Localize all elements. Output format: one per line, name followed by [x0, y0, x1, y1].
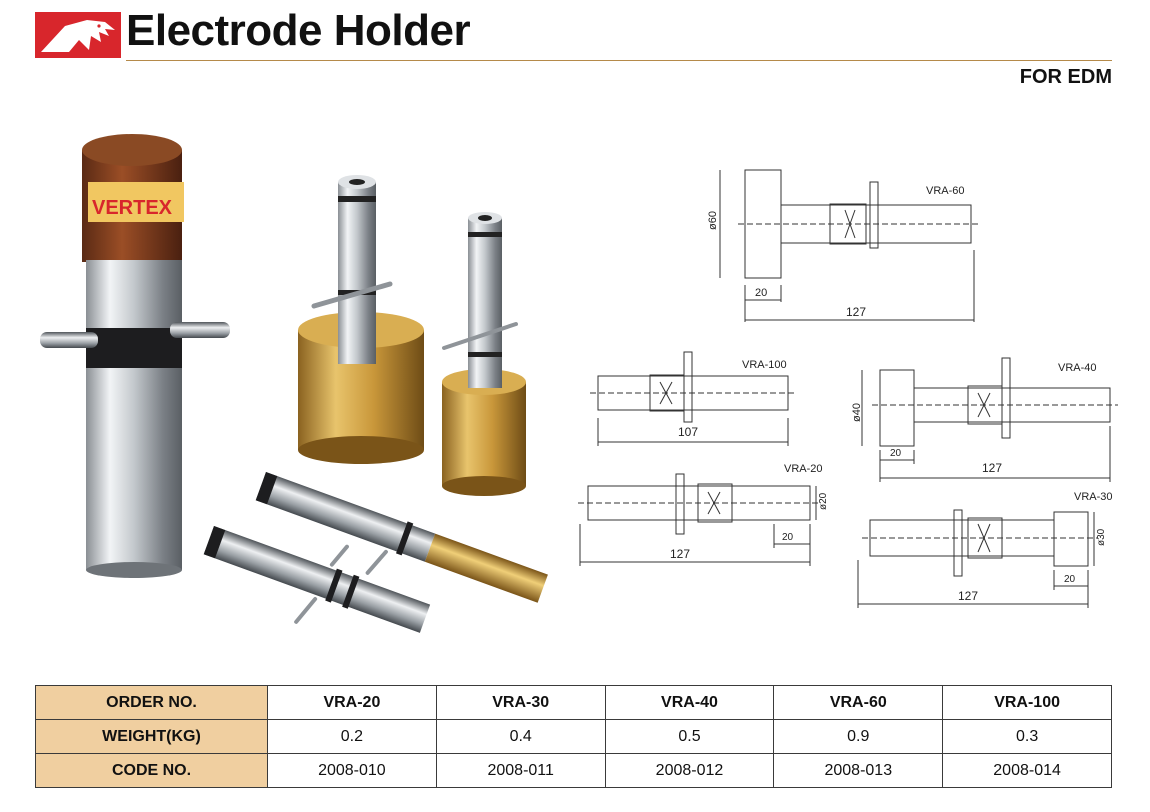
diagonal-holder-brass	[255, 472, 548, 603]
table-cell: 2008-010	[267, 753, 437, 788]
table-row-weight: WEIGHT(KG) 0.2 0.4 0.5 0.9 0.3	[35, 719, 1112, 754]
table-cell: VRA-60	[773, 685, 944, 720]
vra-20-label: VRA-20	[784, 463, 823, 475]
drawing-vra-40: ø40 20 127 VRA-40	[851, 357, 1118, 482]
vra-40-dim-small: 20	[890, 448, 902, 459]
vra-60-dim-small: 20	[755, 287, 767, 299]
vra-60-diameter: ø60	[707, 211, 719, 230]
drawing-vra-20: ø20 20 127 VRA-20	[578, 463, 829, 566]
table-cell: 0.5	[604, 719, 775, 754]
vra-30-label: VRA-30	[1074, 491, 1113, 503]
vra-40-dim-total: 127	[982, 461, 1002, 475]
table-cell: VRA-100	[942, 685, 1112, 720]
table-cell: 0.3	[942, 719, 1112, 754]
table-cell: 2008-012	[604, 753, 775, 788]
table-cell: VRA-30	[435, 685, 606, 720]
table-cell: 2008-013	[773, 753, 944, 788]
medium-holder	[298, 175, 424, 464]
dimension-drawings: ø60 20 127 VRA-60 107 VRA-100 ø40	[578, 169, 1118, 608]
vra-20-dim-total: 127	[670, 547, 690, 561]
table-cell: 0.9	[773, 719, 944, 754]
row-label: ORDER NO.	[35, 685, 268, 720]
vra-100-dim-total: 107	[678, 425, 698, 439]
vra-20-dim-small: 20	[782, 532, 794, 543]
table-row-code-no: CODE NO. 2008-010 2008-011 2008-012 2008…	[35, 753, 1112, 788]
row-label: CODE NO.	[35, 753, 268, 788]
vertex-band-text: VERTEX	[92, 197, 173, 219]
vra-30-diameter: ø30	[1096, 528, 1107, 546]
vra-30-dim-small: 20	[1064, 574, 1076, 585]
vra-60-dim-total: 127	[846, 305, 866, 319]
small-holder	[442, 212, 526, 496]
drawing-vra-60: ø60 20 127 VRA-60	[707, 169, 978, 322]
vra-30-dim-total: 127	[958, 589, 978, 603]
large-holder: VERTEX	[40, 134, 230, 578]
table-row-order-no: ORDER NO. VRA-20 VRA-30 VRA-40 VRA-60 VR…	[35, 685, 1112, 720]
title-divider	[126, 60, 1112, 61]
vra-100-label: VRA-100	[742, 359, 787, 371]
vra-40-label: VRA-40	[1058, 362, 1097, 374]
table-cell: 2008-011	[435, 753, 606, 788]
vra-20-diameter: ø20	[818, 492, 829, 510]
table-cell: VRA-20	[267, 685, 437, 720]
row-label: WEIGHT(KG)	[35, 719, 268, 754]
spec-table: ORDER NO. VRA-20 VRA-30 VRA-40 VRA-60 VR…	[35, 685, 1112, 788]
product-photo: VERTEX	[40, 134, 548, 633]
table-cell: VRA-40	[604, 685, 775, 720]
vertex-eagle-logo	[35, 12, 121, 58]
table-cell: 0.2	[267, 719, 437, 754]
table-cell: 0.4	[435, 719, 606, 754]
page-subtitle: FOR EDM	[1019, 66, 1112, 88]
table-cell: 2008-014	[942, 753, 1112, 788]
vra-60-label: VRA-60	[926, 185, 965, 197]
diagonal-holder-steel	[203, 526, 431, 633]
drawing-vra-30: ø30 20 127 VRA-30	[857, 491, 1113, 608]
page-title: Electrode Holder	[126, 6, 471, 55]
drawing-vra-100: 107 VRA-100	[590, 351, 796, 446]
vra-40-diameter: ø40	[851, 403, 863, 422]
